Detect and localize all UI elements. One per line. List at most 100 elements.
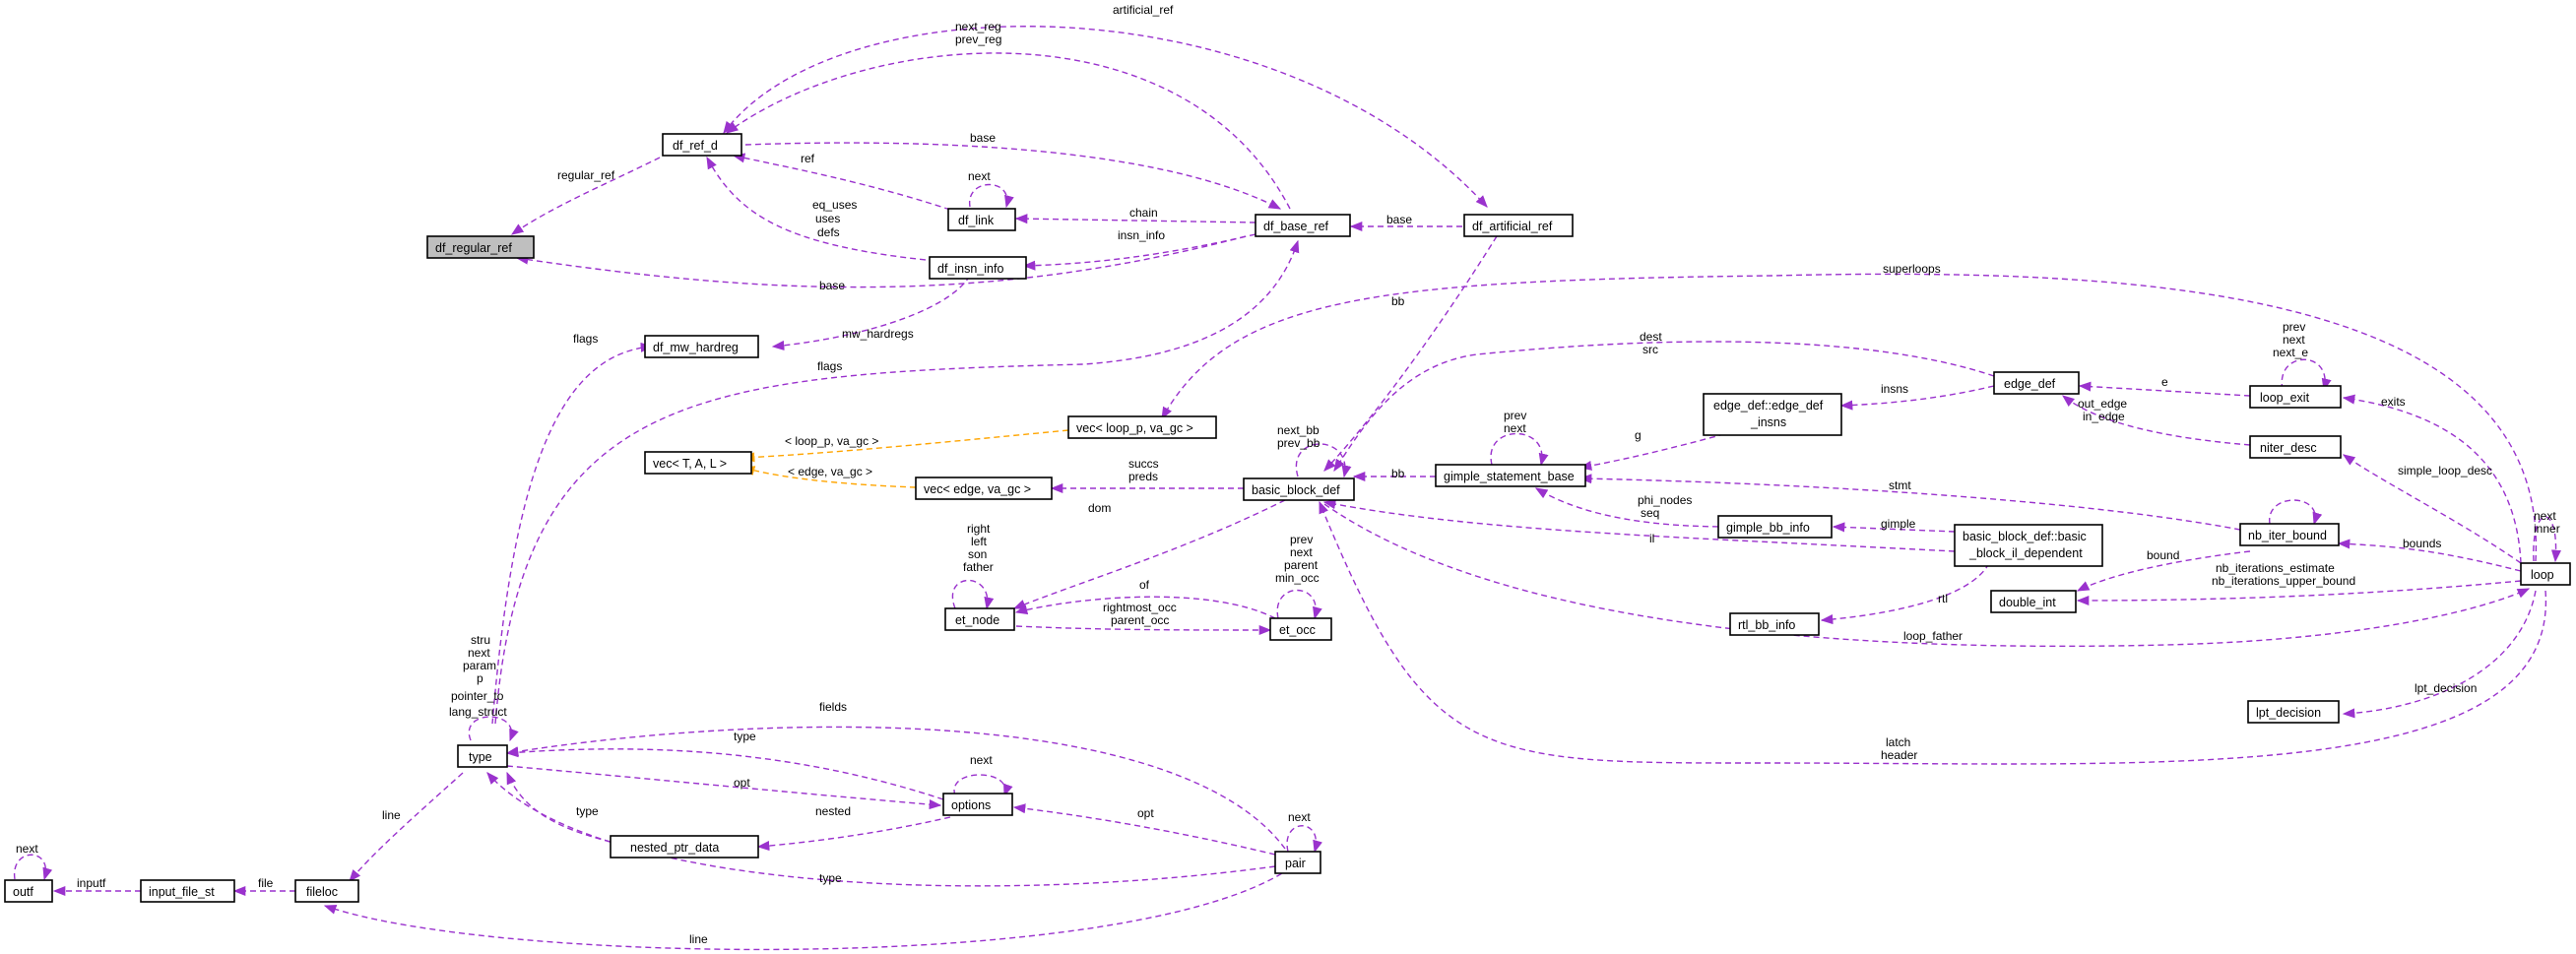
- edge-superloops: [1161, 273, 2537, 562]
- label-prev-gs: prev: [1504, 409, 1526, 422]
- svg-text:loop: loop: [2531, 568, 2554, 582]
- label-seq: seq: [1641, 506, 1659, 520]
- label-prev-occ: prev: [1290, 533, 1313, 546]
- edge-eq-uses: [706, 156, 936, 262]
- label-ref: ref: [801, 152, 815, 165]
- node-df-base-ref[interactable]: df_base_ref: [1255, 214, 1351, 237]
- label-next-le: next: [2283, 333, 2305, 347]
- label-stru: stru: [471, 633, 490, 647]
- edge-line-pair: [323, 867, 1291, 951]
- label-opt-type: opt: [734, 776, 750, 790]
- edge-bb: [1323, 235, 1498, 472]
- node-df-link[interactable]: df_link: [947, 208, 1016, 231]
- node-niter-desc[interactable]: niter_desc: [2249, 435, 2342, 459]
- node-et-node[interactable]: et_node: [944, 607, 1015, 631]
- edge-nb-self: [2269, 499, 2323, 526]
- label-of: of: [1139, 578, 1150, 592]
- label-phi-nodes: phi_nodes: [1638, 493, 1692, 507]
- label-next-gs: next: [1504, 421, 1526, 435]
- node-loop[interactable]: loop: [2520, 562, 2571, 586]
- node-pair[interactable]: pair: [1274, 851, 1321, 874]
- node-loop-exit[interactable]: loop_exit: [2249, 385, 2342, 409]
- label-son: son: [968, 547, 987, 561]
- label-next-opt: next: [970, 753, 993, 767]
- label-simple-loop-desc: simple_loop_desc: [2398, 464, 2492, 477]
- edge-nb-iter: [2076, 580, 2522, 606]
- node-vec-tal[interactable]: vec< T, A, L >: [644, 451, 752, 475]
- svg-text:input_file_st: input_file_st: [149, 885, 215, 899]
- label-latch: latch: [1886, 735, 1910, 749]
- edge-loop-exit-self: [2281, 358, 2332, 392]
- label-eq-uses: eq_uses: [812, 198, 857, 212]
- svg-text:edge_def::edge_def: edge_def::edge_def: [1713, 399, 1824, 413]
- label-insn-info: insn_info: [1118, 228, 1165, 242]
- label-nb-upper: nb_iterations_upper_bound: [2212, 574, 2355, 588]
- label-out-edge: out_edge: [2078, 397, 2127, 411]
- label-opt-pair: opt: [1137, 806, 1154, 820]
- node-edge-def[interactable]: edge_def: [1993, 371, 2080, 395]
- label-type-opt: type: [734, 730, 756, 743]
- label-flags-type: flags: [817, 359, 842, 373]
- label-rtl: rtl: [1938, 592, 1948, 605]
- node-type[interactable]: type: [457, 744, 508, 768]
- label-base-top: base: [970, 131, 996, 145]
- node-edge-def-insns[interactable]: edge_def::edge_def _insns: [1703, 393, 1842, 436]
- label-bounds: bounds: [2403, 537, 2441, 550]
- edge-exits: [2342, 394, 2522, 564]
- node-nb-iter-bound[interactable]: nb_iter_bound: [2239, 523, 2340, 546]
- node-fileloc[interactable]: fileloc: [294, 879, 359, 903]
- node-df-regular-ref[interactable]: df_regular_ref: [426, 235, 535, 259]
- label-base-regular: base: [819, 279, 845, 292]
- node-basic-block-def[interactable]: basic_block_def: [1243, 477, 1355, 501]
- node-outf[interactable]: outf: [4, 879, 53, 903]
- edge-options-self: [953, 774, 1013, 797]
- edge-loop-father: [1323, 503, 2531, 648]
- edge-next-dflink: [969, 183, 1014, 209]
- edge-artificial-ref: [723, 26, 1488, 208]
- edge-out-in: [2062, 395, 2251, 446]
- node-gimple-statement-base[interactable]: gimple_statement_base: [1435, 464, 1586, 487]
- node-input-file-st[interactable]: input_file_st: [140, 879, 235, 903]
- edge-of: [1014, 596, 1276, 619]
- label-prev-reg: prev_reg: [955, 32, 1001, 46]
- edge-type-self: [468, 716, 519, 742]
- label-preds: preds: [1128, 470, 1158, 483]
- svg-text:vec< loop_p, va_gc >: vec< loop_p, va_gc >: [1076, 421, 1193, 435]
- label-prev-bb: prev_bb: [1277, 436, 1320, 450]
- node-gimple-bb-info[interactable]: gimple_bb_info: [1717, 515, 1833, 539]
- node-rtl-bb-info[interactable]: rtl_bb_info: [1729, 612, 1820, 636]
- node-vec-loop-p[interactable]: vec< loop_p, va_gc >: [1067, 415, 1217, 439]
- label-e: e: [2161, 375, 2168, 389]
- label-next-e: next_e: [2273, 346, 2308, 359]
- node-lpt-decision[interactable]: lpt_decision: [2247, 700, 2340, 724]
- node-df-ref-d[interactable]: df_ref_d: [662, 133, 742, 157]
- node-vec-edge[interactable]: vec< edge, va_gc >: [915, 477, 1053, 500]
- edge-regular-ref: [510, 157, 661, 235]
- label-in-edge: in_edge: [2083, 410, 2125, 423]
- node-bb-il-dependent[interactable]: basic_block_def::basic _block_il_depende…: [1954, 524, 2103, 567]
- label-file: file: [258, 876, 274, 890]
- node-df-insn-info[interactable]: df_insn_info: [929, 256, 1027, 280]
- label-lang-struct: lang_struct: [449, 705, 507, 719]
- svg-text:nested_ptr_data: nested_ptr_data: [630, 841, 719, 855]
- label-father: father: [963, 560, 994, 574]
- label-loop-father: loop_father: [1903, 629, 1963, 643]
- label-exits: exits: [2381, 395, 2406, 409]
- label-bound: bound: [2147, 548, 2179, 562]
- label-parent-occ2: parent_occ: [1111, 613, 1169, 627]
- svg-text:et_node: et_node: [955, 613, 999, 627]
- node-df-mw-hardreg[interactable]: df_mw_hardreg: [644, 335, 759, 358]
- svg-text:_insns: _insns: [1750, 415, 1786, 429]
- edge-et-node-self: [951, 579, 995, 610]
- node-nested-ptr-data[interactable]: nested_ptr_data: [610, 835, 759, 859]
- edge-opt-type: [506, 765, 942, 810]
- svg-text:df_insn_info: df_insn_info: [937, 262, 1003, 276]
- node-et-occ[interactable]: et_occ: [1269, 617, 1332, 641]
- label-base-art: base: [1386, 213, 1412, 226]
- node-options[interactable]: options: [942, 793, 1013, 816]
- label-right: right: [967, 522, 991, 536]
- svg-text:vec< edge, va_gc >: vec< edge, va_gc >: [924, 482, 1031, 496]
- node-df-artificial-ref[interactable]: df_artificial_ref: [1463, 214, 1574, 237]
- edge-gimple: [1832, 522, 1956, 533]
- node-double-int[interactable]: double_int: [1990, 590, 2077, 613]
